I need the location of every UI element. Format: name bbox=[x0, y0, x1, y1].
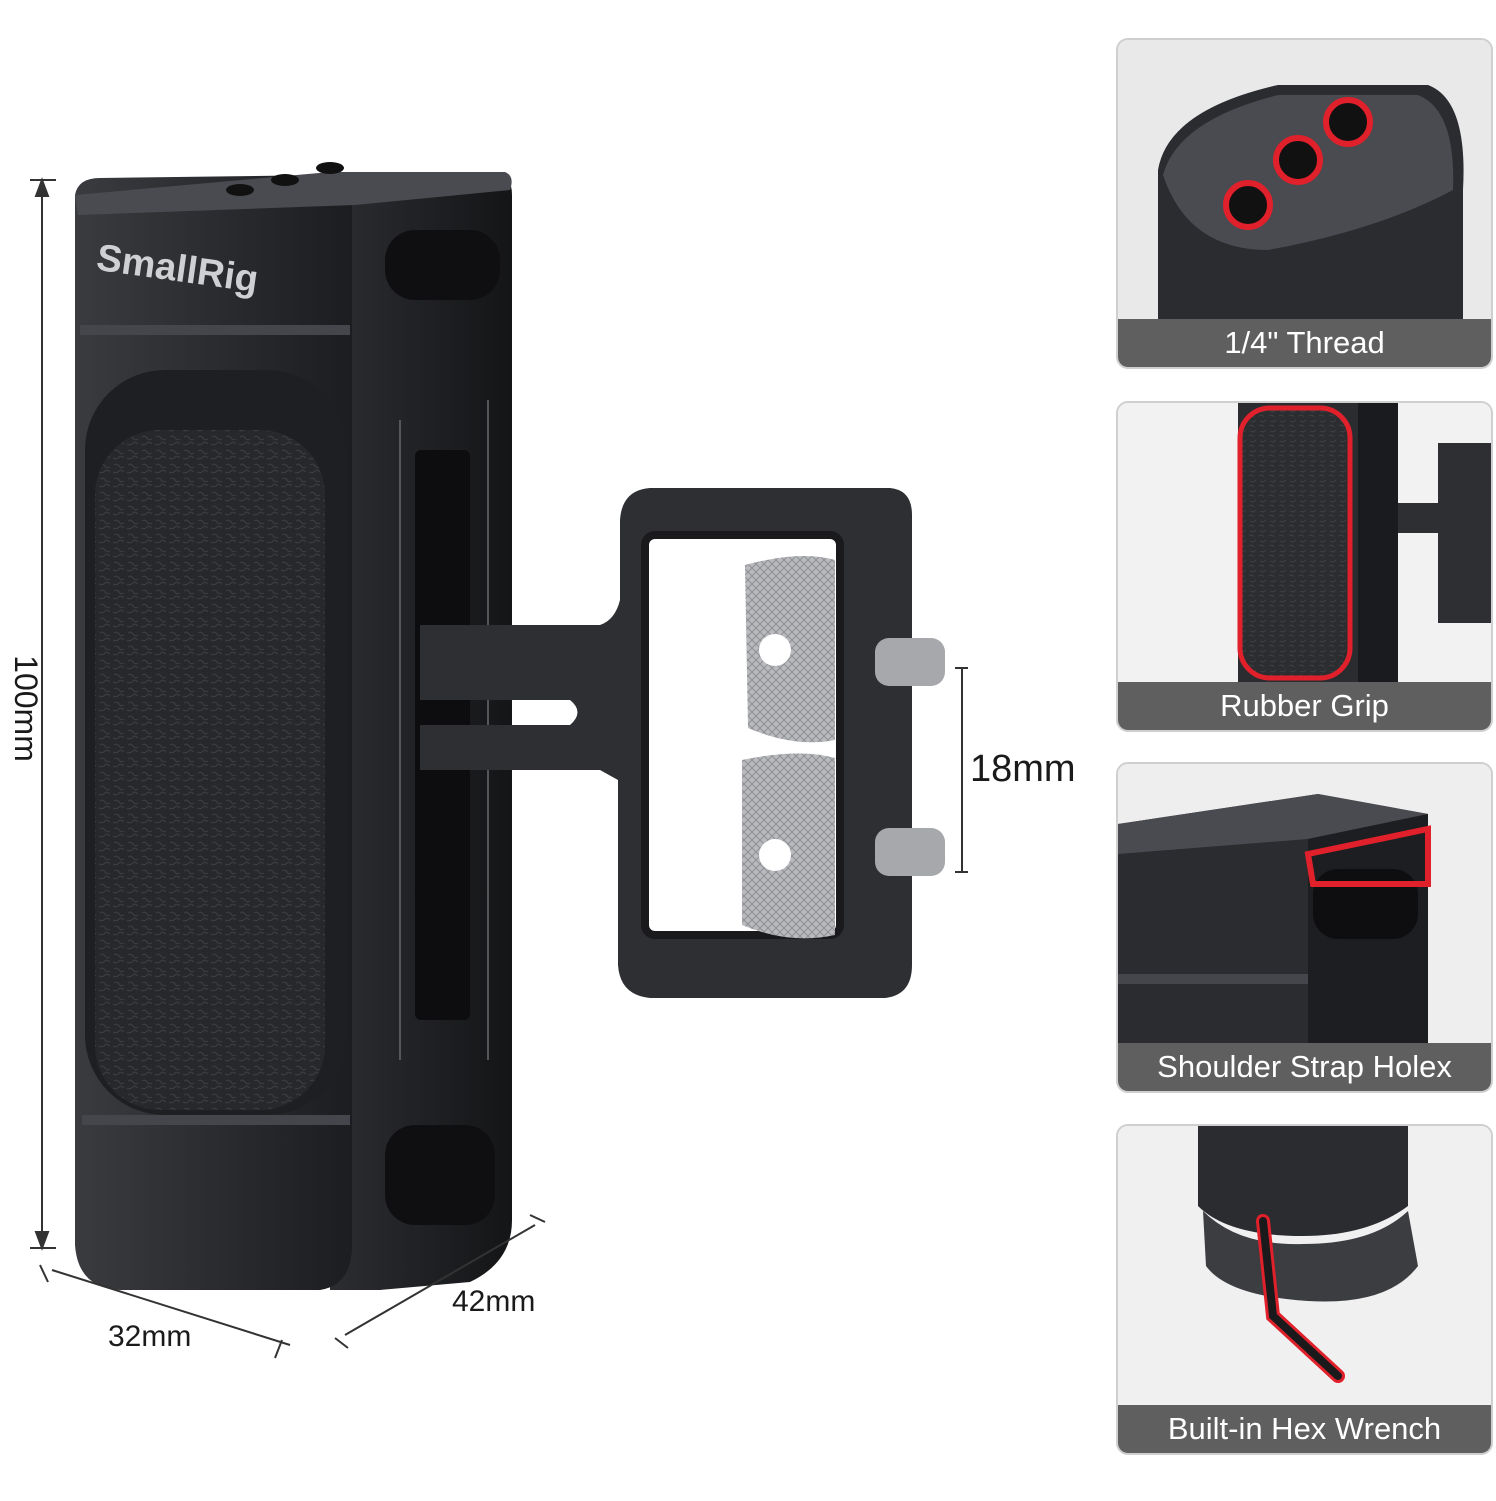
side-mount-arm bbox=[420, 488, 945, 998]
length-dimension-line bbox=[334, 1214, 546, 1349]
hex-wrench-icon bbox=[1118, 1126, 1491, 1453]
width-dimension-line bbox=[39, 1264, 291, 1359]
rubber-grip-icon bbox=[1118, 403, 1491, 730]
feature-panel-strap: Shoulder Strap Holex bbox=[1116, 762, 1493, 1093]
feature-panel-thread: 1/4" Thread bbox=[1116, 38, 1493, 369]
strap-slot-icon bbox=[1118, 764, 1491, 1091]
length-dimension-label: 42mm bbox=[452, 1285, 536, 1318]
width-dimension-label: 32mm bbox=[108, 1320, 192, 1353]
feature-label-wrench: Built-in Hex Wrench bbox=[1118, 1405, 1491, 1453]
handle-body bbox=[75, 162, 512, 1290]
feature-label-grip: Rubber Grip bbox=[1118, 682, 1491, 730]
feature-panel-grip: Rubber Grip bbox=[1116, 401, 1493, 732]
feature-label-strap: Shoulder Strap Holex bbox=[1118, 1043, 1491, 1091]
thread-holes-icon bbox=[1118, 40, 1491, 367]
height-dimension-label: 100mm bbox=[7, 655, 44, 762]
feature-label-thread: 1/4" Thread bbox=[1118, 319, 1491, 367]
height-dimension-line bbox=[30, 177, 56, 1251]
depth-dimension-label: 18mm bbox=[970, 748, 1076, 790]
feature-panel-wrench: Built-in Hex Wrench bbox=[1116, 1124, 1493, 1455]
depth-dimension-line bbox=[955, 667, 968, 873]
